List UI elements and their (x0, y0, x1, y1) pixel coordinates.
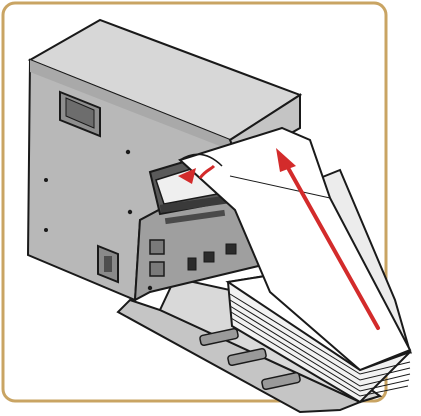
screw (44, 228, 48, 232)
side-vent (150, 240, 164, 254)
side-vent (150, 262, 164, 276)
screw (148, 286, 152, 290)
screw (44, 178, 48, 182)
lan-port (226, 244, 236, 254)
usb-port (204, 252, 214, 262)
screw (128, 210, 132, 214)
power-switch (188, 258, 196, 270)
screw (126, 150, 130, 154)
